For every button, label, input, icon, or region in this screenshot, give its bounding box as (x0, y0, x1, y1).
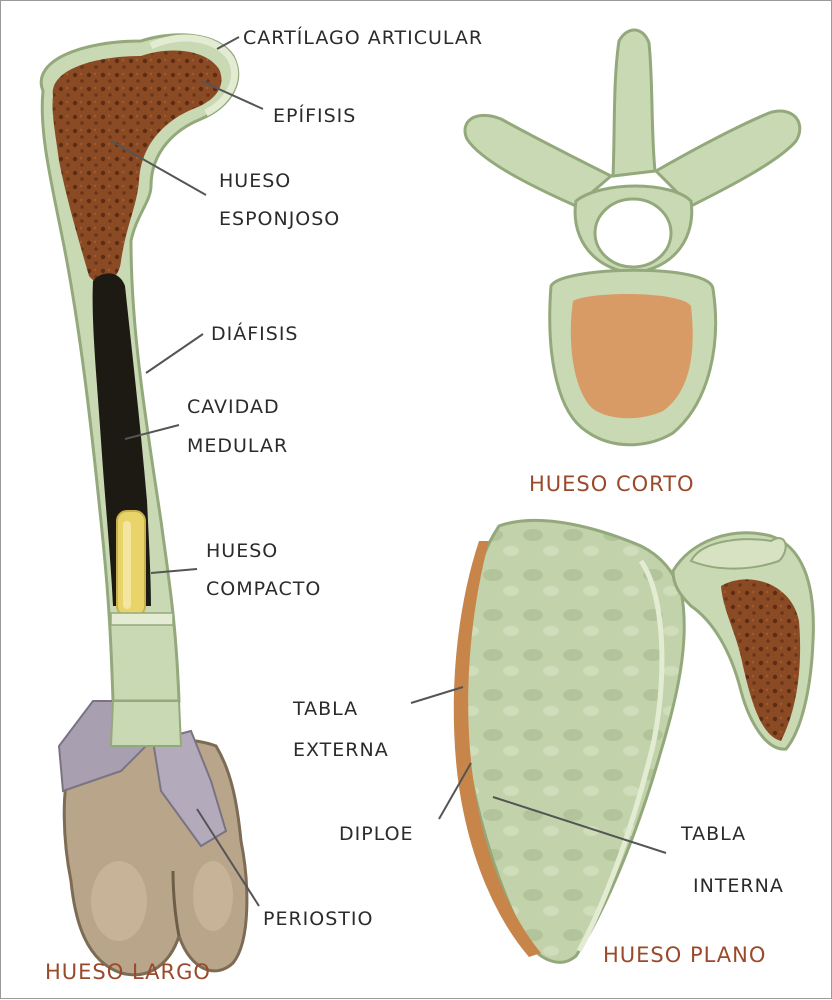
label-hueso-esponjoso-line1: HUESO (219, 168, 291, 194)
caption-hueso-corto: HUESO CORTO (529, 471, 695, 497)
vertebra-body-core (571, 294, 693, 418)
label-tabla-interna-line1: TABLA (681, 821, 746, 847)
label-periostio: PERIOSTIO (263, 906, 373, 932)
label-cavidad-line2: MEDULAR (187, 433, 288, 459)
short-bone (465, 30, 800, 445)
leader-diafisis (146, 334, 203, 373)
label-diafisis: DIÁFISIS (211, 321, 299, 347)
label-tabla-externa-line2: EXTERNA (293, 737, 389, 763)
label-cavidad-line1: CAVIDAD (187, 394, 280, 420)
caption-hueso-plano: HUESO PLANO (603, 942, 766, 968)
caption-hueso-largo: HUESO LARGO (45, 959, 211, 985)
label-hueso-compacto-line2: COMPACTO (206, 576, 321, 602)
vertebral-foramen (595, 199, 671, 267)
label-cartilago-articular: CARTÍLAGO ARTICULAR (243, 25, 483, 51)
compact-bone-band (111, 613, 173, 625)
label-epifisis: EPÍFISIS (273, 103, 356, 129)
vertebra-spinous-process (613, 30, 655, 176)
label-diploe: DIPLOE (339, 821, 414, 847)
label-tabla-interna-line2: INTERNA (693, 873, 784, 899)
long-bone (41, 35, 247, 975)
label-hueso-esponjoso-line2: ESPONJOSO (219, 206, 340, 232)
label-tabla-externa-line1: TABLA (293, 696, 358, 722)
label-hueso-compacto-line1: HUESO (206, 538, 278, 564)
